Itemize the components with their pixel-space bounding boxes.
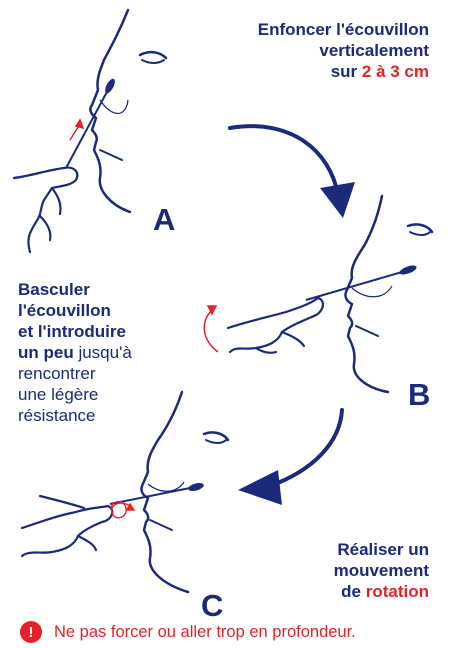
step-a-line2: verticalement [258, 40, 429, 61]
step-b-line4-rest: jusqu'à [74, 343, 132, 362]
figure-a-arrow [70, 120, 83, 140]
step-a-line3: sur 2 à 3 cm [258, 61, 429, 82]
warning-text: Ne pas forcer ou aller trop en profondeu… [54, 623, 356, 642]
step-b-line7: résistance [18, 405, 132, 426]
figure-a-hand [14, 168, 77, 252]
step-b-line5: rencontrer [18, 363, 132, 384]
step-b-line2: l'écouvillon [18, 300, 132, 321]
arrow-a-to-b [230, 126, 355, 218]
figure-c-hand [22, 496, 112, 556]
figure-a-face [90, 10, 166, 212]
figure-c-face [141, 392, 228, 592]
step-c-letter: C [201, 588, 223, 624]
step-c-line3-prefix: de [341, 582, 366, 601]
figure-b-swab [306, 264, 418, 300]
step-a-depth: 2 à 3 cm [362, 62, 429, 81]
figure-b-arrow [204, 306, 218, 352]
step-c-line1: Réaliser un [334, 539, 429, 560]
step-b-line1: Basculer [18, 279, 132, 300]
step-c-line2: mouvement [334, 560, 429, 581]
step-b-instruction: Basculer l'écouvillon et l'introduire un… [18, 279, 132, 426]
step-b-letter: B [408, 377, 430, 413]
figure-c-swab [110, 482, 205, 504]
figure-b-hand [228, 298, 323, 353]
step-a-instruction: Enfoncer l'écouvillon verticalement sur … [258, 19, 429, 82]
step-a-letter: A [153, 202, 175, 238]
exclamation-icon: ! [20, 621, 42, 643]
warning-note: ! Ne pas forcer ou aller trop en profond… [20, 621, 356, 643]
figure-b-face [345, 196, 432, 392]
step-b-line4: un peu jusqu'à [18, 342, 132, 363]
step-a-line3-prefix: sur [331, 62, 362, 81]
step-b-line3: et l'introduire [18, 321, 132, 342]
step-b-line4-bold: un peu [18, 343, 74, 362]
step-b-line6: une légère [18, 384, 132, 405]
step-c-instruction: Réaliser un mouvement de rotation [334, 539, 429, 602]
step-a-line1: Enfoncer l'écouvillon [258, 19, 429, 40]
arrow-b-to-c [238, 410, 342, 505]
step-c-rotation: rotation [366, 582, 429, 601]
step-c-line3: de rotation [334, 581, 429, 602]
